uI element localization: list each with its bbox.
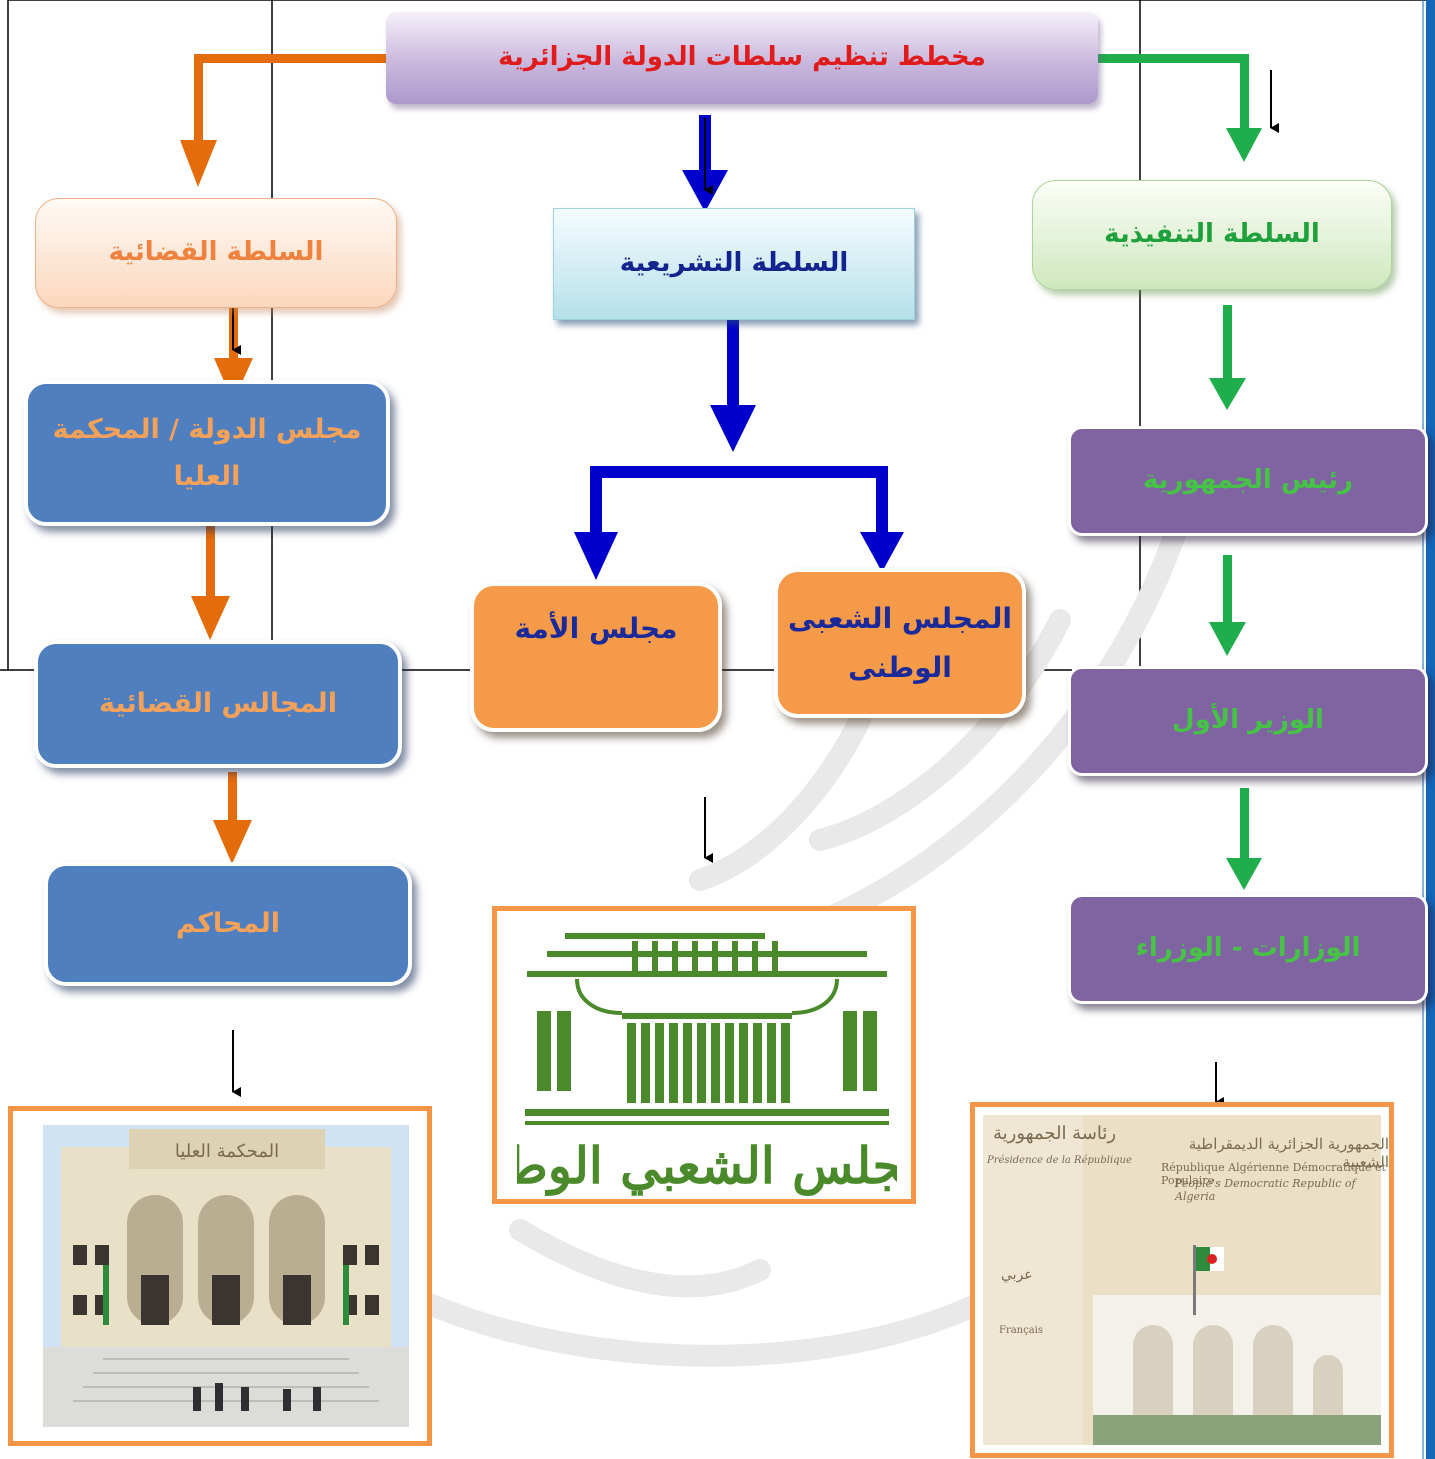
judicial-connector-horizontal — [194, 54, 386, 63]
page-border-right — [1426, 0, 1435, 1459]
executive-arrowhead-2 — [1209, 378, 1246, 410]
parliament-logo-frame: المجلس الشعبي الوطني — [492, 906, 916, 1204]
executive-connector-vertical — [1240, 54, 1249, 130]
presidency-title-arabic: رئاسة الجمهورية — [993, 1123, 1117, 1144]
republic-name-french: République Algérienne Démocratique et Po… — [1161, 1161, 1386, 1187]
legislative-arrows — [574, 115, 904, 580]
executive-branch-box: السلطة التنفيذية — [1032, 180, 1392, 290]
judicial-arrow-4-shaft — [228, 772, 237, 824]
apn-logo-image: المجلس الشعبي الوطني — [517, 933, 897, 1196]
executive-arrows — [1098, 54, 1262, 890]
small-black-arrows — [232, 70, 1279, 1107]
executive-connector-horizontal — [1098, 54, 1248, 63]
judicial-level-judicial-councils: المجالس القضائية — [34, 640, 402, 768]
legislative-arrowhead-left — [574, 532, 618, 580]
judicial-arrowhead-4 — [213, 820, 252, 864]
executive-arrowhead-3 — [1209, 622, 1246, 656]
judicial-connector-vertical — [194, 54, 203, 144]
language-link-arabic[interactable]: عربي — [1001, 1267, 1033, 1283]
watermark-stroke-1 — [789, 509, 1191, 941]
executive-arrow-2-shaft — [1223, 305, 1232, 380]
judicial-arrow-3-shaft — [206, 520, 215, 600]
court-facade-inscription: المحكمة العليا — [175, 1141, 279, 1162]
presidency-photo-frame: رئاسة الجمهورية Présidence de la Républi… — [970, 1102, 1394, 1458]
executive-level-president: رئيس الجمهورية — [1068, 426, 1428, 536]
legislative-arrowhead-right — [860, 532, 904, 572]
executive-arrow-3-shaft — [1223, 555, 1232, 625]
executive-level-prime-minister: الوزير الأول — [1068, 666, 1428, 776]
watermark-stroke-5 — [509, 1219, 771, 1298]
legislative-split-right-shaft — [876, 466, 888, 536]
legislative-arrowhead-2 — [710, 405, 756, 452]
watermark-stroke-3 — [689, 709, 871, 891]
executive-arrowhead-1 — [1226, 128, 1262, 162]
supreme-court-photo-frame: المحكمة العليا — [8, 1106, 432, 1446]
chamber-national-peoples-assembly: المجلس الشعبى الوطنى — [774, 568, 1026, 718]
legislative-arrow-2-shaft — [727, 318, 739, 408]
legislative-split-horizontal — [590, 466, 888, 478]
executive-arrowhead-4 — [1226, 858, 1262, 890]
judicial-arrowhead-1 — [180, 140, 217, 187]
chamber-council-of-the-nation: مجلس الأمة — [470, 582, 722, 732]
judicial-arrows — [180, 54, 386, 864]
judicial-level-council-of-state: مجلس الدولة / المحكمة العليا — [24, 380, 390, 526]
judicial-arrowhead-3 — [191, 596, 230, 640]
legislative-split-left-shaft — [590, 466, 602, 536]
watermark-stroke-2 — [809, 609, 1071, 851]
apn-logo-text: المجلس الشعبي الوطني — [517, 1136, 897, 1196]
presidency-title-french: Présidence de la République — [987, 1155, 1132, 1166]
diagram-title: مخطط تنظيم سلطات الدولة الجزائرية — [386, 12, 1098, 104]
judicial-level-courts: المحاكم — [44, 862, 412, 986]
presidency-website-image — [983, 1115, 1381, 1445]
republic-name-arabic: الجمهورية الجزائرية الديمقراطية الشعبية — [1188, 1135, 1389, 1171]
executive-arrow-4-shaft — [1240, 788, 1249, 860]
executive-level-ministries: الوزارات - الوزراء — [1068, 894, 1428, 1004]
supreme-court-building-image: المحكمة العليا — [43, 1125, 409, 1427]
republic-name-english: People's Democratic Republic of Algeria — [1175, 1177, 1356, 1203]
judicial-branch-box: السلطة القضائية — [35, 198, 397, 308]
legislative-branch-box: السلطة التشريعية — [553, 208, 915, 320]
language-link-french[interactable]: Français — [999, 1325, 1044, 1336]
